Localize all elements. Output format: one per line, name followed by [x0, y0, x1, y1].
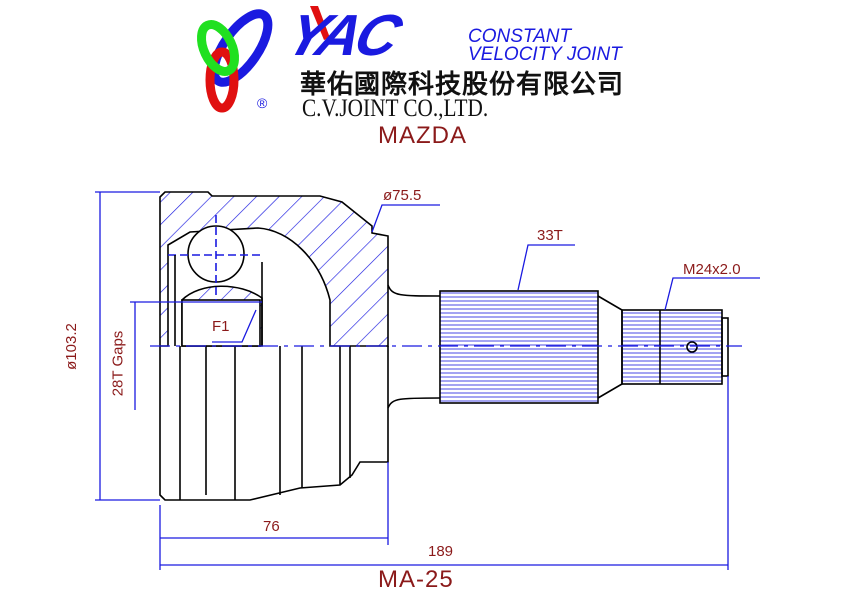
logo-rings [196, 9, 273, 113]
thread-label: M24x2.0 [683, 261, 741, 278]
registered-mark: ® [257, 95, 268, 111]
spline-teeth-label: 33T [537, 227, 563, 244]
brand-logo: YAC [278, 3, 406, 68]
vehicle-make: MAZDA [378, 122, 467, 149]
tagline-line2: VELOCITY JOINT [468, 44, 622, 65]
bell-length-label: 76 [263, 518, 280, 535]
dimension-lines [95, 191, 760, 570]
company-name-english: C.V.JOINT CO.,LTD. [302, 95, 489, 122]
part-number: MA-25 [378, 566, 454, 593]
seal-diameter-label: ø75.5 [383, 187, 422, 204]
tagline-line1: CONSTANT [468, 26, 572, 47]
company-name-chinese: 華佑國際科技股份有限公司 [300, 70, 625, 100]
inner-teeth-label: 28T Gaps [109, 330, 127, 397]
logo-red-stripe [310, 6, 330, 40]
overall-length-label: 189 [428, 543, 454, 560]
joint-outline [159, 191, 729, 501]
feature-label: F1 [212, 318, 230, 335]
outer-diameter-label: ø103.2 [62, 323, 80, 370]
